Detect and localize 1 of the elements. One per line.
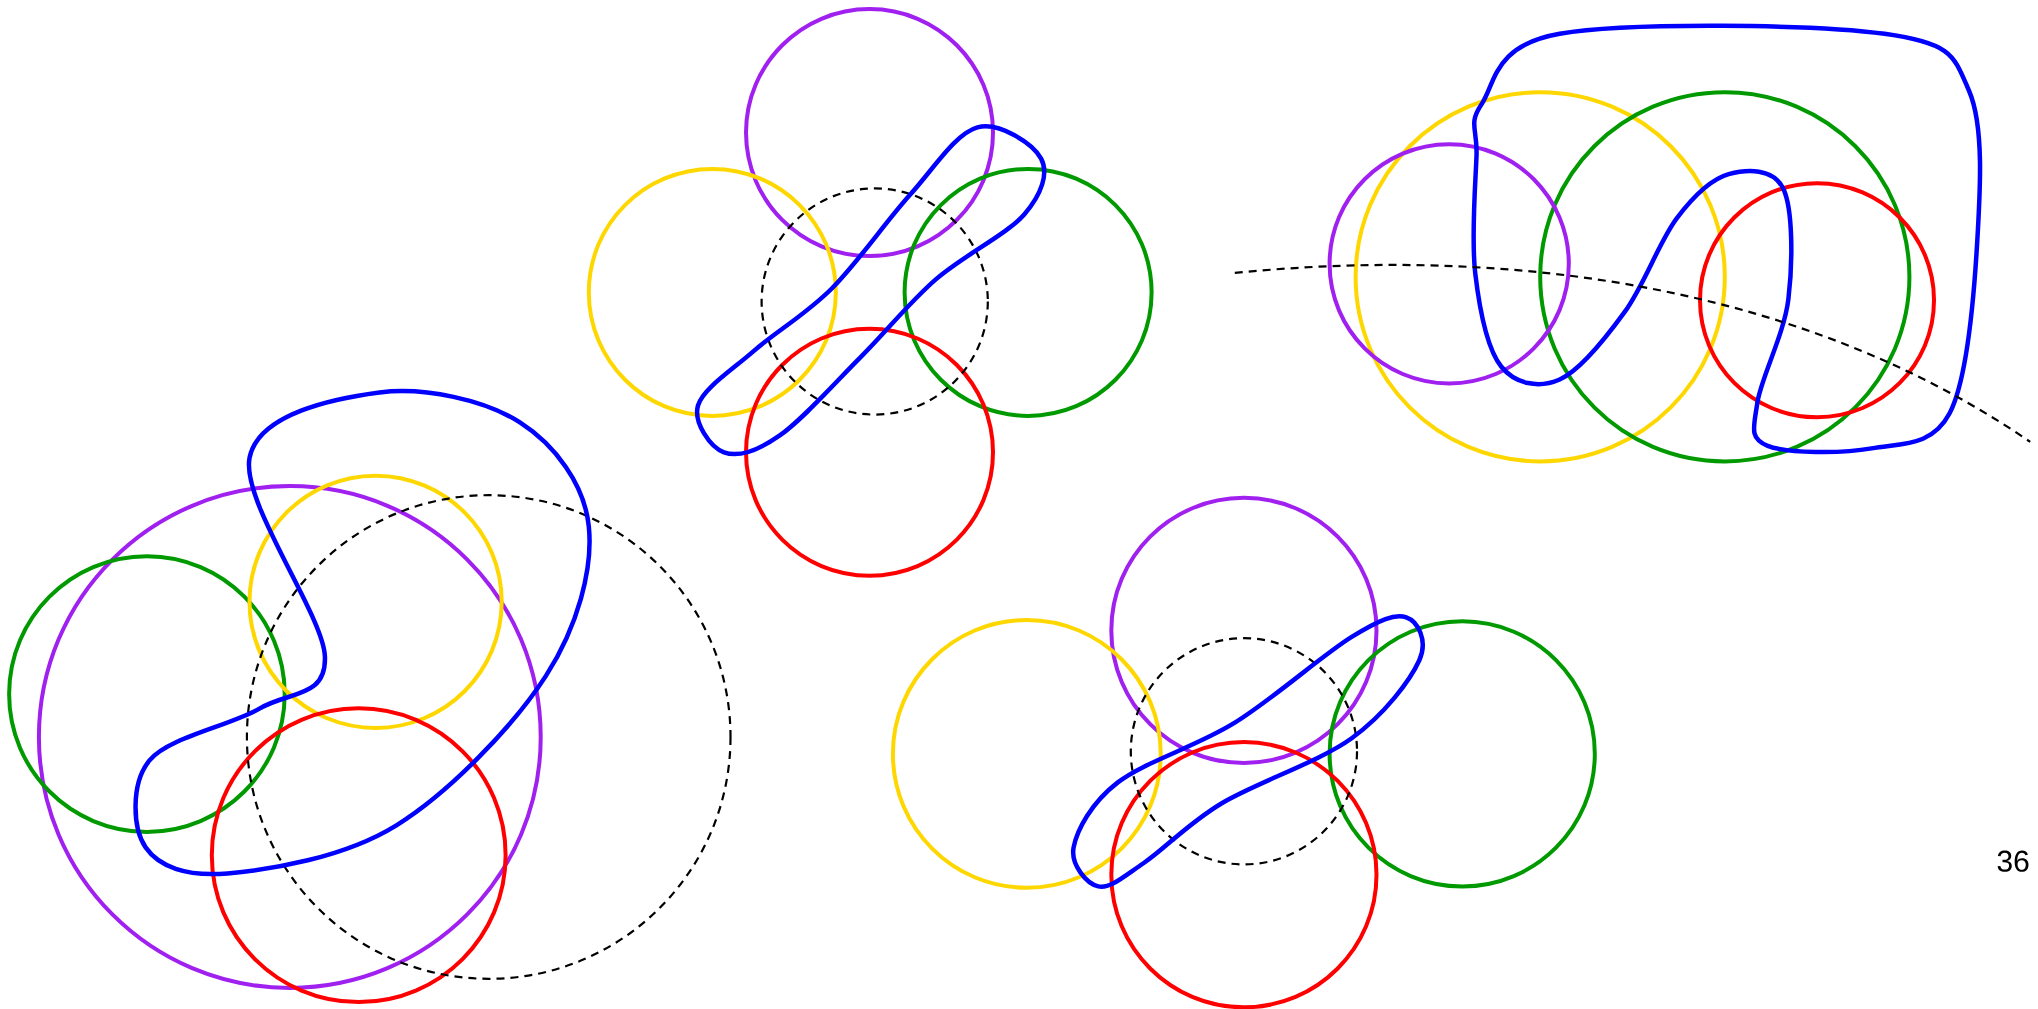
page-number: 36 [1997, 850, 2029, 872]
